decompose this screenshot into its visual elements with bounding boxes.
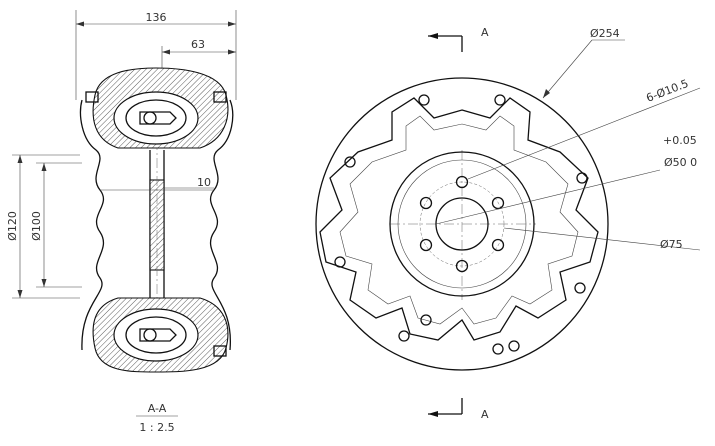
dim-10-label: 10 xyxy=(197,176,211,189)
section-mark-bottom-label: A xyxy=(481,408,489,421)
dim-136-label: 136 xyxy=(146,11,167,24)
section-mark-top: A xyxy=(428,26,489,52)
dim-outer-dia: Ø254 xyxy=(542,27,625,99)
front-view: A A xyxy=(315,26,701,421)
dim-63-label: 63 xyxy=(191,38,205,51)
section-caption-title: A-A xyxy=(148,402,167,415)
section-caption-scale: 1 : 2.5 xyxy=(139,421,174,434)
outer-circle xyxy=(315,77,609,371)
dim-bore-tol: +0.05 xyxy=(663,134,697,147)
dim-dia-120: Ø120 xyxy=(6,154,80,299)
bolt-holes xyxy=(419,175,505,273)
bottom-roller-section xyxy=(92,297,229,373)
dim-half-width: 63 xyxy=(161,38,236,100)
dim-bore: +0.05 Ø50 0 xyxy=(435,134,697,225)
dim-dia-100: Ø100 xyxy=(30,162,82,288)
section-mark-top-label: A xyxy=(481,26,489,39)
dim-bore-label: Ø50 0 xyxy=(664,156,697,169)
top-roller-section xyxy=(85,67,229,149)
dim-120-label: Ø120 xyxy=(6,211,19,241)
dim-100-label: Ø100 xyxy=(30,211,43,241)
dim-overall-width: 136 xyxy=(75,10,237,100)
dim-254-label: Ø254 xyxy=(590,27,620,40)
dim-75-label: Ø75 xyxy=(660,238,683,251)
rim-screws xyxy=(334,94,588,355)
dim-pcd: Ø75 xyxy=(503,227,701,251)
section-mark-bottom: A xyxy=(428,398,489,421)
section-view: 136 63 Ø120 Ø100 xyxy=(6,10,237,434)
